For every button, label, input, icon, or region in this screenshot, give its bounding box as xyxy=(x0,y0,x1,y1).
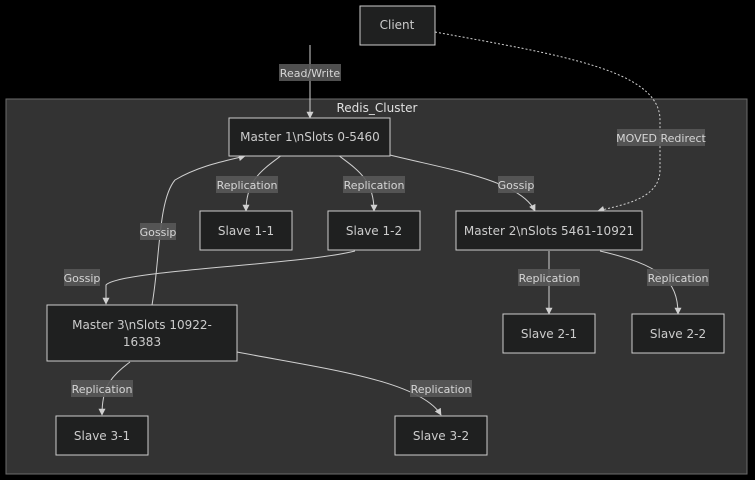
label-replication-m2-s22: Replication xyxy=(647,269,709,286)
edges xyxy=(98,31,682,416)
svg-text:Slave 1-2: Slave 1-2 xyxy=(346,224,402,238)
svg-text:Master 1\nSlots 0-5460: Master 1\nSlots 0-5460 xyxy=(240,130,380,144)
svg-text:Slave 2-1: Slave 2-1 xyxy=(521,327,577,341)
svg-text:Gossip: Gossip xyxy=(64,272,101,285)
svg-text:Replication: Replication xyxy=(72,383,133,396)
edge-master2-master3 xyxy=(102,250,356,305)
node-slave-2-2: Slave 2-2 xyxy=(631,313,725,354)
node-slave-1-1: Slave 1-1 xyxy=(199,210,293,251)
node-slave-1-2: Slave 1-2 xyxy=(327,210,421,251)
label-gossip-m3-m1: Gossip xyxy=(140,223,177,240)
label-replication-m3-s31: Replication xyxy=(71,380,133,397)
svg-text:Read/Write: Read/Write xyxy=(280,67,341,80)
node-slave-3-2: Slave 3-2 xyxy=(394,415,488,456)
label-gossip-m2-m3: Gossip xyxy=(64,269,101,286)
svg-text:Replication: Replication xyxy=(411,383,472,396)
svg-text:Replication: Replication xyxy=(519,272,580,285)
label-replication-m1-s11: Replication xyxy=(216,176,278,193)
cluster-title: Redis_Cluster xyxy=(337,101,418,115)
svg-text:MOVED Redirect: MOVED Redirect xyxy=(616,132,706,145)
node-master-3-line1: Master 3\nSlots 10922- xyxy=(72,318,212,332)
node-master-1: Master 1\nSlots 0-5460 xyxy=(228,117,391,157)
svg-text:Replication: Replication xyxy=(217,179,278,192)
edge-client-master2 xyxy=(434,31,661,213)
edge-master3-master1 xyxy=(151,154,246,306)
svg-text:Client: Client xyxy=(380,18,415,32)
svg-text:Gossip: Gossip xyxy=(498,179,535,192)
edge-master1-master2 xyxy=(389,154,536,212)
svg-text:Master 2\nSlots 5461-10921: Master 2\nSlots 5461-10921 xyxy=(464,224,634,238)
label-gossip-m1-m2: Gossip xyxy=(498,176,535,193)
svg-text:Slave 1-1: Slave 1-1 xyxy=(218,224,274,238)
svg-text:Slave 2-2: Slave 2-2 xyxy=(650,327,706,341)
node-slave-2-1: Slave 2-1 xyxy=(502,313,596,354)
node-master-2: Master 2\nSlots 5461-10921 xyxy=(455,210,643,251)
label-read-write: Read/Write xyxy=(279,64,341,81)
cluster-container xyxy=(5,98,748,475)
svg-text:Replication: Replication xyxy=(648,272,709,285)
svg-text:Replication: Replication xyxy=(344,179,405,192)
node-master-3-line2: 16383 xyxy=(123,335,161,349)
label-moved-redirect: MOVED Redirect xyxy=(616,129,707,146)
nodes: Client Master 1\nSlots 0-5460 Slave 1-1 … xyxy=(46,5,725,456)
svg-text:Slave 3-1: Slave 3-1 xyxy=(74,429,130,443)
edge-master3-slave32 xyxy=(236,351,442,416)
svg-text:Slave 3-2: Slave 3-2 xyxy=(413,429,469,443)
svg-text:Gossip: Gossip xyxy=(140,226,177,239)
node-master-3: Master 3\nSlots 10922- 16383 xyxy=(46,304,238,362)
label-replication-m1-s12: Replication xyxy=(343,176,405,193)
label-replication-m3-s32: Replication xyxy=(410,380,472,397)
node-slave-3-1: Slave 3-1 xyxy=(55,415,149,456)
redis-cluster-group: Redis_Cluster xyxy=(5,98,748,475)
edge-labels: Read/Write MOVED Redirect Replication Re… xyxy=(64,64,709,397)
node-client: Client xyxy=(359,5,436,46)
label-replication-m2-s21: Replication xyxy=(518,269,580,286)
